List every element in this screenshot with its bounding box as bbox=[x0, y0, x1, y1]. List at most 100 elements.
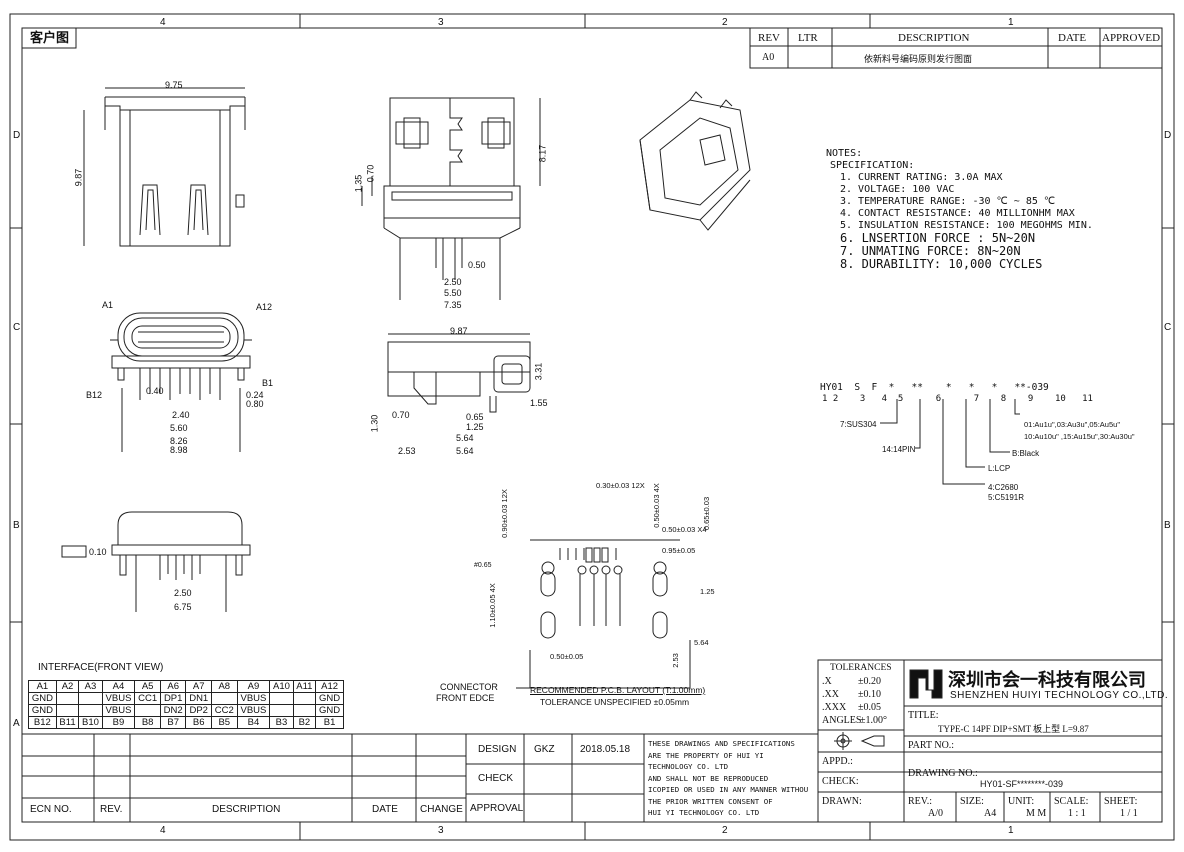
zone-col-4-top: 4 bbox=[160, 17, 166, 28]
cell: B3 bbox=[269, 716, 294, 729]
table-frames bbox=[21, 27, 1163, 823]
cell: A10 bbox=[269, 680, 294, 693]
part-number-code: HY01 S F * ** * * * **-039 bbox=[820, 382, 1049, 393]
pcb-d050-4x: 0.50±0.03 4X bbox=[651, 483, 661, 528]
cell bbox=[269, 692, 294, 705]
zone-col-2-bottom: 2 bbox=[722, 825, 728, 836]
tol-x-val: ±0.20 bbox=[858, 676, 881, 687]
cell: B8 bbox=[134, 716, 161, 729]
tol-angles-val: ±1.00° bbox=[860, 715, 887, 726]
pn-pins: 14:14PIN bbox=[882, 445, 916, 454]
cell bbox=[134, 704, 161, 717]
notes-title: NOTES: bbox=[826, 148, 863, 159]
corner-label: 客户图 bbox=[30, 30, 70, 45]
note-item: 4. CONTACT RESISTANCE: 40 MILLIONHM MAX bbox=[840, 208, 1075, 219]
pn-gold-b: 10:Au10u" ,15:Au15u",30:Au30u" bbox=[1024, 432, 1135, 441]
zone-row-d-left: D bbox=[13, 130, 21, 141]
cell: A9 bbox=[236, 680, 271, 693]
dim-735: 7.35 bbox=[444, 300, 462, 310]
unit-label: UNIT: bbox=[1008, 796, 1035, 807]
pcb-d030: 0.30±0.03 12X bbox=[596, 481, 645, 490]
note-item: 3. TEMPERATURE RANGE: -30 ℃ ~ 85 ℃ bbox=[840, 196, 1056, 207]
dim-pitch: 0.50 bbox=[468, 260, 486, 270]
cell: DN1 bbox=[185, 692, 212, 705]
company-name-en: SHENZHEN HUIYI TECHNOLOGY CO.,LTD. bbox=[950, 690, 1169, 701]
pcb-d050x4: 0.50±0.03 X4 bbox=[662, 525, 707, 534]
cell: A11 bbox=[292, 680, 317, 693]
connector-front-edge-1: CONNECTOR bbox=[440, 682, 498, 692]
notes-block: NOTES: SPECIFICATION: 1. CURRENT RATING:… bbox=[826, 148, 1093, 271]
cell: A5 bbox=[134, 680, 161, 693]
cell: GND bbox=[28, 704, 57, 717]
tol-xx-val: ±0.10 bbox=[858, 689, 881, 700]
top-view bbox=[83, 87, 246, 247]
cell: A1 bbox=[28, 680, 57, 693]
zone-col-3-bottom: 3 bbox=[438, 825, 444, 836]
rev-header-rev: REV bbox=[758, 32, 780, 44]
dim-side-1: 1.35 bbox=[353, 174, 364, 193]
pn-housing: L:LCP bbox=[988, 464, 1011, 473]
dim-024: 0.24 bbox=[246, 390, 264, 400]
dim-250: 2.50 bbox=[444, 277, 462, 287]
disclaimer-line: TECHNOLOGY CO. LTD bbox=[648, 762, 729, 771]
disclaimer-line: AND SHALL NOT BE REPRODUCED bbox=[648, 773, 769, 783]
dim-b250: 2.50 bbox=[174, 588, 192, 598]
cell: A7 bbox=[185, 680, 212, 693]
cell bbox=[78, 704, 103, 717]
dim-331: 3.31 bbox=[533, 362, 544, 381]
cell: B4 bbox=[236, 716, 271, 729]
pn-plating-b: 5:C5191R bbox=[988, 493, 1025, 502]
note-item: 6. LNSERTION FORCE : 5N~20N bbox=[840, 231, 1036, 245]
side-view bbox=[361, 97, 541, 300]
disclaimer-line: THE PRIOR WRITTEN CONSENT OF bbox=[648, 796, 773, 806]
dim-564a: 5.64 bbox=[456, 433, 474, 443]
pn-gold-a: 01:Au1u",03:Au3u",05:Au5u" bbox=[1024, 420, 1120, 429]
zone-row-b-left: B bbox=[13, 520, 20, 531]
connector-front-edge-2: FRONT EDCE bbox=[436, 693, 495, 703]
cell: A4 bbox=[101, 680, 136, 693]
cell: B12 bbox=[28, 716, 57, 729]
cell bbox=[78, 692, 103, 705]
dim-125: 1.25 bbox=[466, 422, 484, 432]
disclaimer-line: HUI YI TECHNOLOGY CO. LTD bbox=[648, 808, 760, 817]
disclaimer-line: THESE DRAWINGS AND SPECIFICATIONS bbox=[648, 739, 795, 748]
cell: B9 bbox=[101, 716, 136, 729]
cell bbox=[292, 692, 317, 705]
cell: GND bbox=[315, 692, 344, 705]
rev-title-label: REV.: bbox=[908, 796, 932, 807]
side-profile-view bbox=[387, 333, 531, 413]
notes-subtitle: SPECIFICATION: bbox=[830, 160, 915, 171]
approval-label: APPROVAL bbox=[470, 803, 524, 814]
pcb-d090: 0.90±0.03 12X bbox=[499, 489, 509, 538]
zone-col-4-bottom: 4 bbox=[160, 825, 166, 836]
dim-550: 5.50 bbox=[444, 288, 462, 298]
cell bbox=[269, 704, 294, 717]
tol-xxx-val: ±0.05 bbox=[858, 702, 881, 713]
dim-560: 5.60 bbox=[170, 423, 188, 433]
interface-title: INTERFACE(FRONT VIEW) bbox=[38, 662, 164, 673]
size-label: SIZE: bbox=[960, 796, 984, 807]
dim-130: 1.30 bbox=[369, 414, 380, 433]
rev-header-date: DATE bbox=[1058, 32, 1087, 44]
dim-a1: A1 bbox=[102, 300, 114, 310]
scale-value: 1 : 1 bbox=[1068, 808, 1086, 819]
drawn-label: DRAWN: bbox=[822, 796, 862, 807]
front-view bbox=[110, 312, 252, 452]
company-name-cn: 深圳市会一科技有限公司 bbox=[948, 670, 1146, 690]
cell bbox=[55, 704, 80, 717]
dim-flatness: 0.10 bbox=[89, 547, 107, 557]
dim-070: 0.70 bbox=[392, 410, 410, 420]
dim-040: 0.40 bbox=[146, 386, 164, 396]
sheet-label: SHEET: bbox=[1104, 796, 1138, 807]
cell: A8 bbox=[210, 680, 238, 693]
note-item: 7. UNMATING FORCE: 8N~20N bbox=[840, 244, 1021, 258]
change-header: CHANGE bbox=[420, 804, 463, 815]
cell: CC2 bbox=[210, 704, 238, 717]
disclaimer: THESE DRAWINGS AND SPECIFICATIONS ARE TH… bbox=[648, 738, 808, 819]
dim-898: 8.98 bbox=[170, 445, 188, 455]
zone-col-2-top: 2 bbox=[722, 17, 728, 28]
cell: A2 bbox=[55, 680, 80, 693]
